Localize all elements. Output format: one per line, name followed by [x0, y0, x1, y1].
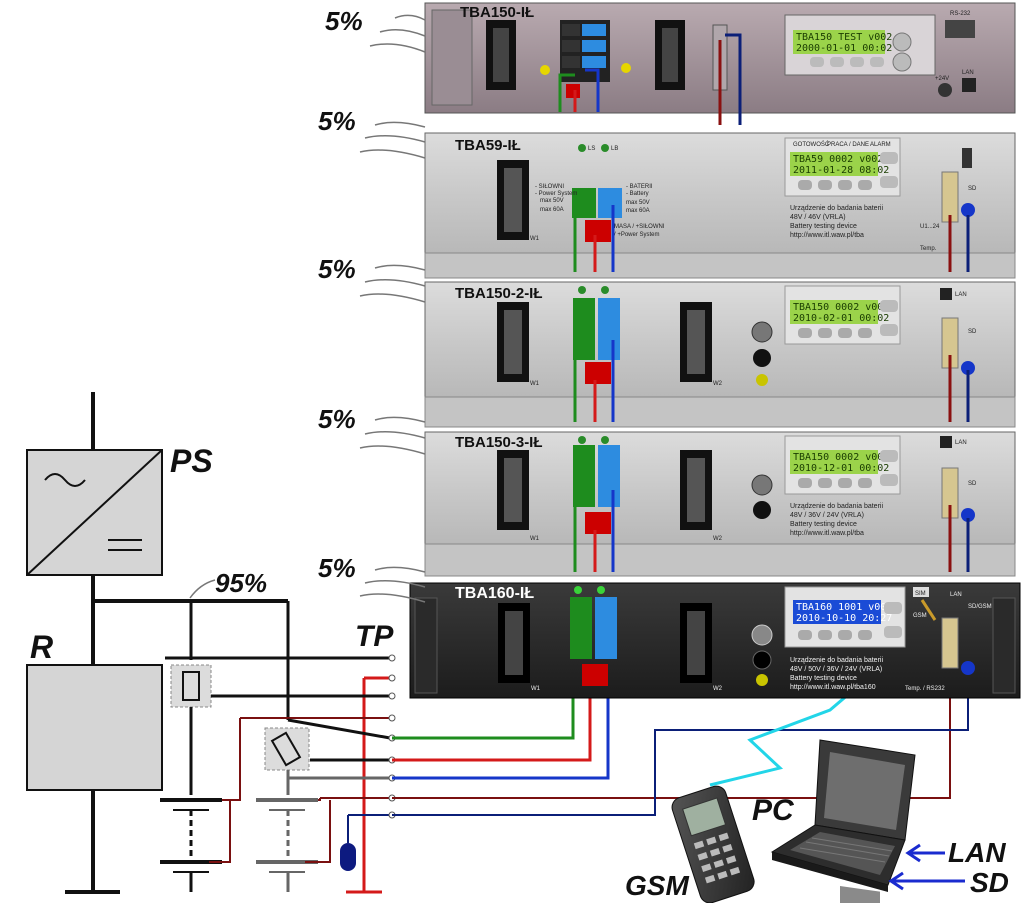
- unit-tba59-lb: LB: [611, 146, 618, 152]
- unit-tba150-3: W1 W2 TBA150 0002 v002 2010-12-01 00:02 …: [424, 431, 1016, 577]
- unit-tba150-2-lan: LAN: [955, 292, 967, 298]
- unit-tba59-w1: W1: [530, 236, 540, 242]
- battery-string-1: [160, 798, 222, 892]
- unit-tba59-silowni: - SIŁOWNI: [535, 184, 564, 190]
- unit-tba59-max50b: max 50V: [626, 200, 650, 206]
- share-label-unit-2: 5%: [318, 106, 356, 136]
- unit-tba150-3-lcd-1: TBA150 0002 v002: [793, 452, 889, 463]
- cables: [392, 623, 969, 816]
- unit-tba59-desc1: Urządzenie do badania baterii: [790, 205, 883, 212]
- unit-tba59-ls: LS: [588, 146, 595, 152]
- unit-tba59-max50: max 50V: [540, 198, 564, 204]
- unit-tba150-2-lcd-2: 2010-02-01 00:02: [793, 313, 889, 324]
- unit-tba160-w2: W2: [713, 686, 723, 692]
- airflow-arrows: [189, 14, 426, 603]
- share-label-unit-1: 5%: [325, 6, 363, 36]
- unit-tba150-lcd-2: 2000-01-01 00:02: [796, 43, 892, 54]
- label-sd: SD: [970, 867, 1009, 898]
- unit-tba59-power: - Power System: [535, 191, 577, 197]
- unit-tba59-sd: SD: [968, 186, 977, 192]
- unit-tba150-3-w1: W1: [530, 536, 540, 542]
- share-label-unit-4: 5%: [318, 404, 356, 434]
- unit-tba59-title: TBA59-IŁ: [455, 137, 521, 154]
- unit-tba59-masa: MASA / +SIŁOWNI: [614, 224, 665, 230]
- unit-tba150-24v: +24V: [935, 76, 949, 82]
- unit-tba150-2-sd: SD: [968, 329, 977, 335]
- unit-tba59-max60: max 60A: [540, 207, 564, 213]
- label-r: R: [30, 629, 53, 665]
- unit-tba59: W1 LS LB - SIŁOWNI - Power System max 50…: [424, 132, 1016, 279]
- unit-tba160-gsm: GSM: [913, 613, 927, 619]
- unit-tba150-title: TBA150-IŁ: [460, 4, 534, 21]
- unit-tba59-u1: U1...24: [920, 224, 940, 230]
- share-label-unit-5: 5%: [318, 553, 356, 583]
- unit-tba59-baterii: - BATERII: [626, 184, 653, 190]
- unit-tba59-masa2: / +Power System: [614, 232, 660, 238]
- gsm-phone: [671, 785, 755, 903]
- unit-tba160-desc4: http://www.itl.waw.pl/tba160: [790, 684, 876, 691]
- unit-tba160-lan: LAN: [950, 592, 962, 598]
- power-system-diagram: [26, 392, 382, 894]
- laptop-pc: [770, 739, 916, 903]
- temperature-sensor: [340, 843, 356, 871]
- unit-tba150-2-title: TBA150-2-IŁ: [455, 285, 543, 302]
- ac-wave-icon: [44, 473, 86, 487]
- unit-tba59-lcd-2: 2011-01-28 08:02: [793, 165, 889, 176]
- unit-tba160: W1 W2 TBA160 1001 v002 2010-10-10 20:27 …: [409, 582, 1021, 699]
- unit-tba160-sd: SD/GSM: [968, 604, 992, 610]
- unit-tba150-3-desc4: http://www.itl.waw.pl/tba: [790, 530, 864, 537]
- unit-tba59-desc3: Battery testing device: [790, 223, 857, 230]
- label-ps: PS: [170, 443, 213, 479]
- unit-tba59-gotowosc: GOTOWOŚĆ: [793, 140, 830, 148]
- label-lan: LAN: [948, 837, 1006, 868]
- unit-tba150: TBA150 TEST v002 2000-01-01 00:02 RS-232…: [424, 2, 1016, 125]
- unit-tba59-lcd-1: TBA59 0002 v002: [793, 154, 883, 165]
- unit-tba150-lcd-1: TBA150 TEST v002: [796, 32, 892, 43]
- share-label-main: 95%: [215, 568, 267, 598]
- unit-tba160-w1: W1: [531, 686, 541, 692]
- unit-tba150-lan: LAN: [962, 70, 974, 76]
- unit-tba59-max60b: max 60A: [626, 208, 650, 214]
- unit-tba150-3-title: TBA150-3-IŁ: [455, 434, 543, 451]
- lan-arrow: [905, 843, 945, 863]
- unit-tba59-desc2: 48V / 46V (VRLA): [790, 214, 846, 221]
- unit-tba150-3-lan: LAN: [955, 440, 967, 446]
- unit-tba160-sim: SIM: [915, 591, 926, 597]
- unit-tba59-praca: PRACA / DANE: [827, 142, 869, 148]
- unit-tba150-3-desc1: Urządzenie do badania baterii: [790, 503, 883, 510]
- label-gsm: GSM: [625, 870, 689, 901]
- unit-tba150-3-desc3: Battery testing device: [790, 521, 857, 528]
- unit-tba59-temp: Temp.: [920, 246, 937, 252]
- battery-string-2: [256, 798, 318, 892]
- label-pc: PC: [752, 794, 795, 827]
- unit-tba160-temp: Temp. / RS232: [905, 686, 945, 692]
- unit-tba59-desc4: http://www.itl.waw.pl/tba: [790, 232, 864, 239]
- label-tp: TP: [355, 620, 394, 653]
- unit-tba160-desc1: Urządzenie do badania baterii: [790, 657, 883, 664]
- unit-tba150-3-w2: W2: [713, 536, 723, 542]
- unit-tba150-3-lcd-2: 2010-12-01 00:02: [793, 463, 889, 474]
- unit-tba150-rs232: RS-232: [950, 11, 971, 17]
- unit-tba59-battery: - Battery: [626, 191, 649, 197]
- unit-tba150-3-sd: SD: [968, 481, 977, 487]
- r-load-box: [26, 664, 163, 791]
- unit-tba150-3-desc2: 48V / 36V / 24V (VRLA): [790, 512, 864, 519]
- unit-tba59-alarm: ALARM: [870, 142, 891, 148]
- unit-tba150-2-lcd-1: TBA150 0002 v002: [793, 302, 889, 313]
- unit-tba150-2: W1 W2 TBA150 0002 v002 2010-02-01 00:02 …: [424, 281, 1016, 428]
- unit-tba160-lcd-1: TBA160 1001 v002: [796, 602, 892, 613]
- share-label-unit-3: 5%: [318, 254, 356, 284]
- unit-tba160-title: TBA160-IŁ: [455, 585, 534, 602]
- unit-tba160-lcd-2: 2010-10-10 20:27: [796, 613, 892, 624]
- unit-tba150-2-w2: W2: [713, 381, 723, 387]
- sd-arrow: [888, 871, 965, 891]
- unit-tba160-desc2: 48V / 50V / 36V / 24V (VRLA): [790, 666, 882, 673]
- unit-tba160-desc3: Battery testing device: [790, 675, 857, 682]
- unit-tba150-2-w1: W1: [530, 381, 540, 387]
